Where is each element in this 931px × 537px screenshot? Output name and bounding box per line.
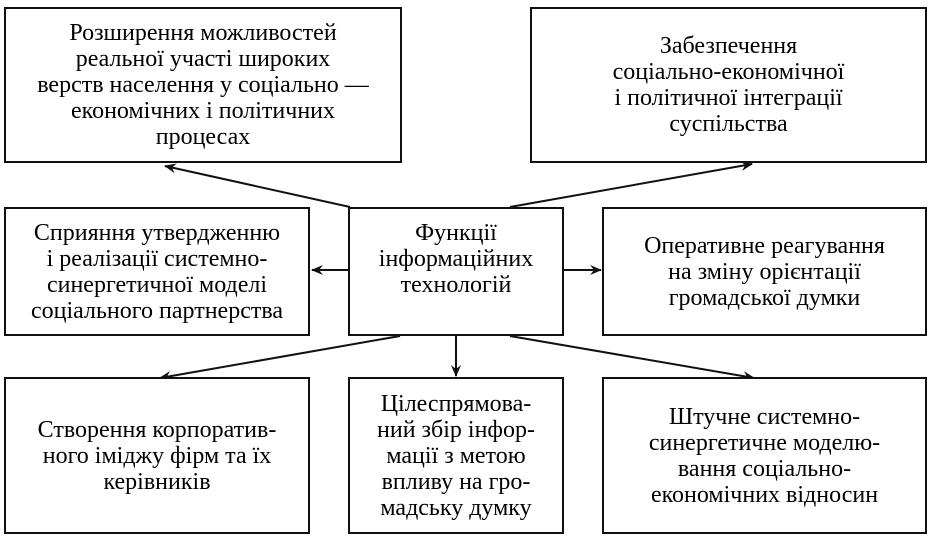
box-line: процесах — [155, 124, 251, 150]
box-line: мації з метою — [386, 442, 526, 469]
center-line-1: Функції — [415, 219, 497, 246]
box-line: економічних відносин — [650, 481, 879, 508]
arrow-to-bottom-right — [509, 335, 755, 382]
box-line: ний збір інфор- — [377, 416, 535, 443]
box-line: мадську думку — [380, 494, 532, 521]
box-line: Створення корпоратив- — [37, 416, 277, 443]
box-line: на зміну орієнтації — [668, 258, 861, 285]
box-line: реальної участі широких — [75, 46, 331, 72]
function-box-bottom-right: Штучне системно- синергетичне моделю- ва… — [602, 377, 927, 534]
box-line: впливу на гро- — [381, 468, 531, 495]
box-line: суспільства — [669, 111, 788, 137]
box-line: синергетичної моделі — [46, 271, 268, 298]
center-box: Функції інформаційних технологій — [348, 207, 564, 336]
box-line: соціально-економічної — [612, 59, 845, 85]
arrow-to-top-left — [164, 163, 351, 208]
box-line: Розширення можливостей — [69, 20, 337, 46]
box-line: керівників — [103, 468, 211, 495]
function-box-bottom-center: Цілеспрямова- ний збір інфор- мації з ме… — [348, 377, 564, 534]
function-box-bottom-left: Створення корпоратив- ного іміджу фірм т… — [4, 377, 310, 534]
box-line: синергетичне моделю- — [648, 429, 881, 456]
function-box-top-right: Забезпечення соціально-економічної і пол… — [530, 7, 927, 163]
arrow-to-bottom-left — [159, 335, 401, 382]
function-box-top-left: Розширення можливостей реальної участі ш… — [4, 7, 402, 163]
center-line-3: технологій — [400, 271, 512, 298]
box-line: Сприяння утвердженню — [33, 219, 281, 246]
box-line: вання соціально- — [677, 455, 852, 482]
box-line: економічних і політичних — [70, 98, 336, 124]
box-line: і політичної інтеграції — [614, 85, 843, 111]
box-line: Цілеспрямова- — [380, 390, 532, 417]
box-line: ного іміджу фірм та їх — [42, 442, 272, 469]
box-line: Оперативне реагування — [644, 232, 885, 259]
box-line: верств населення у соціально — — [37, 72, 369, 98]
center-line-2: інформаційних — [378, 245, 534, 272]
box-line: громадської думки — [668, 284, 861, 311]
box-line: Штучне системно- — [668, 403, 861, 430]
arrow-to-top-right — [509, 161, 753, 208]
function-box-middle-left: Сприяння утвердженню і реалізації систем… — [4, 207, 310, 336]
box-line: і реалізації системно- — [46, 245, 268, 272]
box-line: соціального партнерства — [30, 297, 283, 324]
box-line: Забезпечення — [659, 33, 798, 59]
function-box-middle-right: Оперативне реагування на зміну орієнтаці… — [602, 207, 927, 336]
